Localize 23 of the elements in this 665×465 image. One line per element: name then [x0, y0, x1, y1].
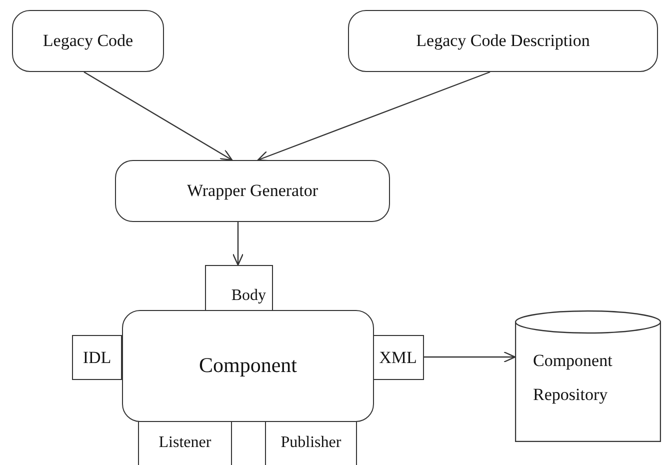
arrow [84, 71, 233, 161]
process-box [115, 160, 390, 222]
arrow [232, 222, 244, 266]
node-label: IDL [82, 346, 112, 369]
node-label: Component [199, 352, 297, 380]
process-box [348, 10, 658, 72]
node-label: Legacy Code [42, 30, 134, 52]
node-label: XML [379, 346, 417, 369]
process-box [12, 10, 164, 72]
node-label: Publisher [280, 433, 342, 453]
component-box [122, 310, 374, 422]
node-label: Listener [158, 433, 212, 453]
node-label: Wrapper Generator [187, 180, 318, 202]
node-label: Legacy Code Description [416, 30, 590, 52]
port-box [138, 420, 232, 465]
arrow [424, 351, 516, 363]
arrow [257, 71, 490, 162]
port-box [72, 335, 122, 380]
node-label: Body [231, 286, 266, 306]
port-box [372, 335, 424, 380]
port-box [205, 265, 273, 313]
node-label: Component Repository [533, 350, 614, 406]
port-box [265, 420, 357, 465]
